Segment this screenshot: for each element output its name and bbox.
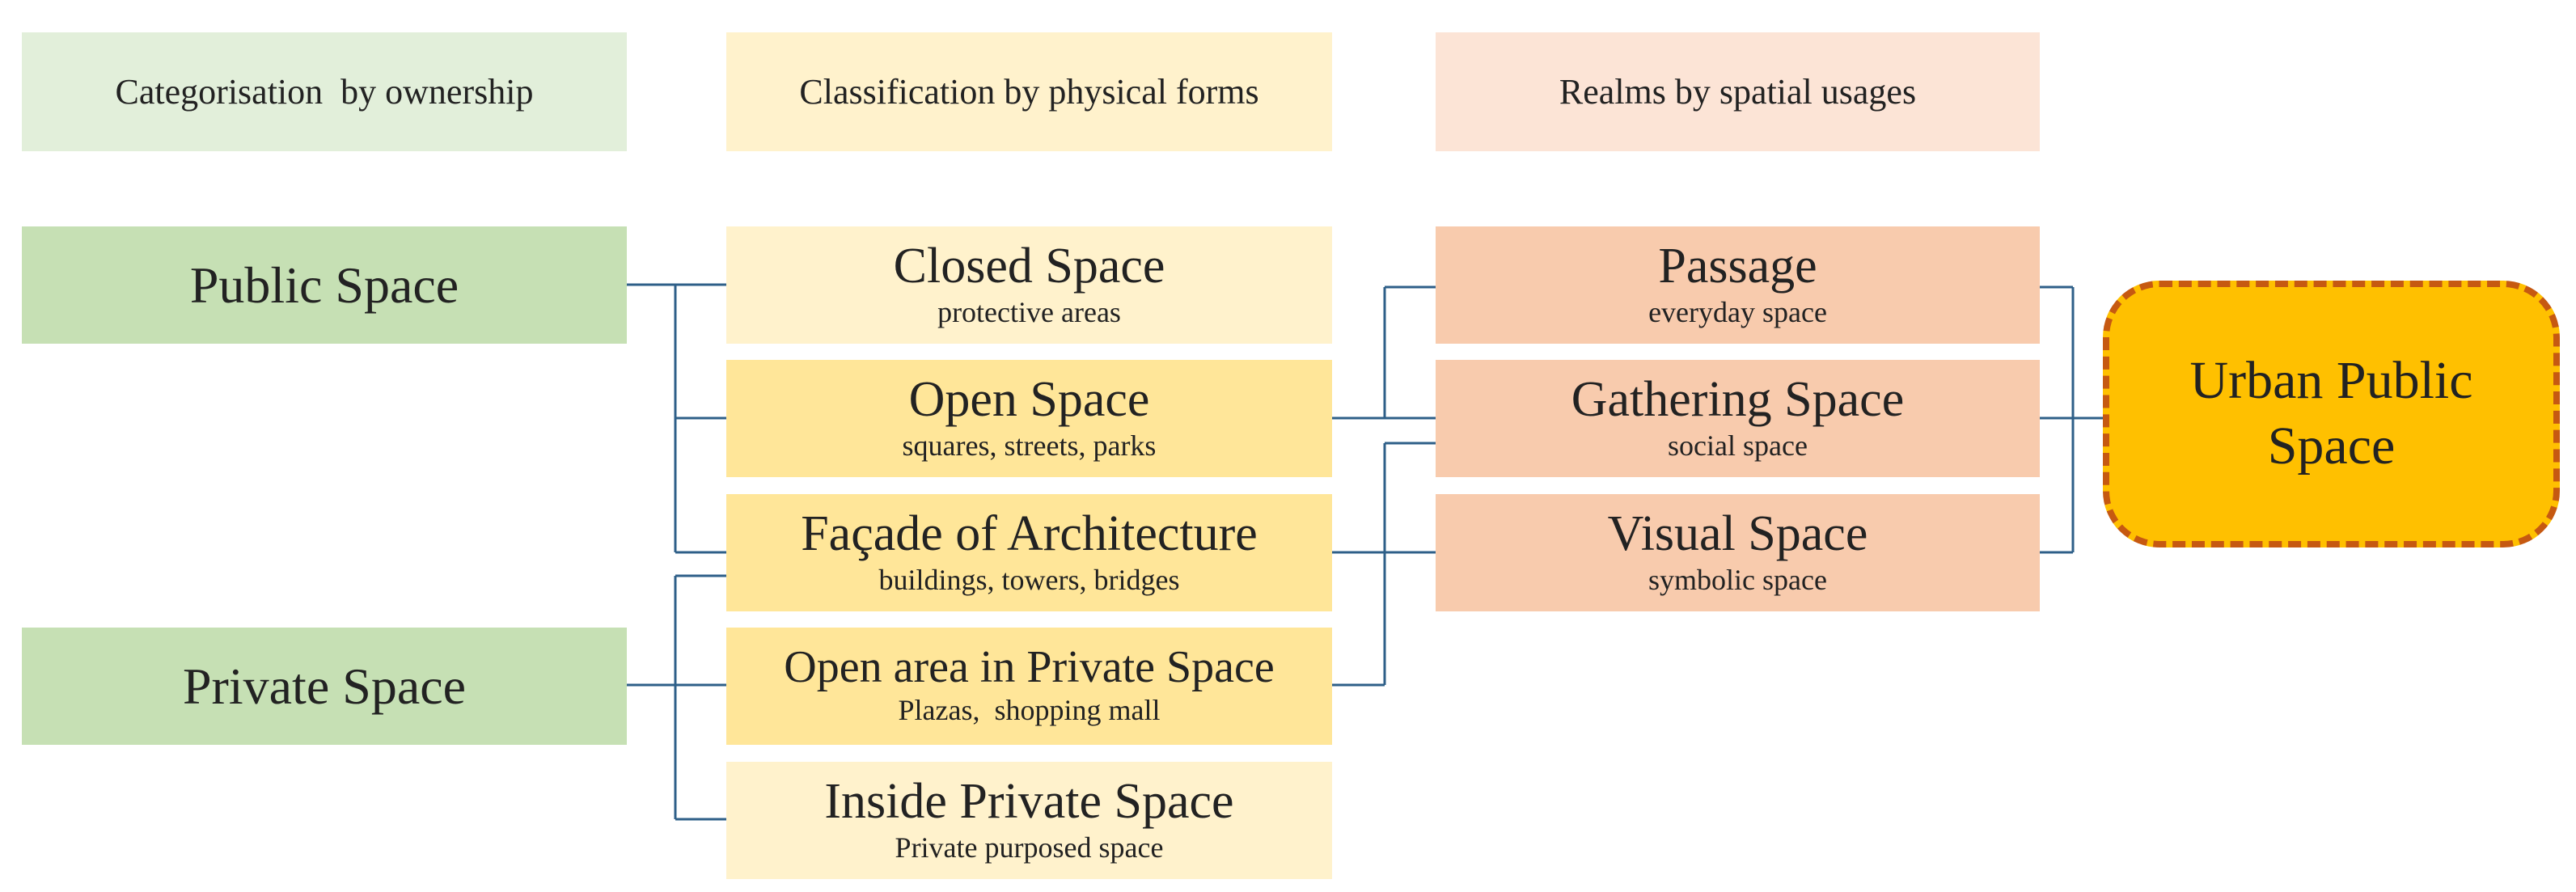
header-ownership-label: Categorisation by ownership	[115, 72, 534, 112]
gathering-space-subtitle: social space	[1668, 429, 1808, 462]
visual-space-box: Visual Space symbolic space	[1436, 494, 2040, 611]
facade-of-architecture-title: Façade of Architecture	[801, 505, 1258, 561]
connector-public-to-forms	[627, 283, 726, 554]
header-spatial-usages: Realms by spatial usages	[1436, 32, 2040, 151]
public-space-box: Public Space	[22, 226, 627, 344]
passage-title: Passage	[1658, 238, 1817, 294]
open-area-private-space-subtitle: Plazas, shopping mall	[898, 694, 1161, 727]
private-space-box: Private Space	[22, 628, 627, 745]
header-ownership: Categorisation by ownership	[22, 32, 627, 151]
open-space-subtitle: squares, streets, parks	[902, 429, 1157, 462]
visual-space-title: Visual Space	[1607, 505, 1868, 561]
gathering-space-box: Gathering Space social space	[1436, 360, 2040, 477]
open-space-box: Open Space squares, streets, parks	[726, 360, 1332, 477]
closed-space-title: Closed Space	[893, 238, 1165, 294]
header-physical-forms: Classification by physical forms	[726, 32, 1332, 151]
connector-realms-to-urban	[2040, 285, 2103, 554]
gathering-space-title: Gathering Space	[1571, 371, 1905, 427]
passage-subtitle: everyday space	[1648, 295, 1827, 328]
open-area-private-space-title: Open area in Private Space	[784, 641, 1275, 692]
closed-space-box: Closed Space protective areas	[726, 226, 1332, 344]
urban-public-space-box: Urban Public Space	[2103, 281, 2560, 547]
facade-of-architecture-subtitle: buildings, towers, bridges	[878, 563, 1180, 596]
connector-facade-area-to-realms	[1332, 442, 1436, 687]
urban-public-space-line2: Space	[2267, 416, 2396, 476]
connector-open-to-realms	[1332, 285, 1436, 420]
inside-private-space-box: Inside Private Space Private purposed sp…	[726, 762, 1332, 879]
private-space-label: Private Space	[182, 657, 467, 715]
passage-box: Passage everyday space	[1436, 226, 2040, 344]
facade-of-architecture-box: Façade of Architecture buildings, towers…	[726, 494, 1332, 611]
open-space-title: Open Space	[908, 371, 1150, 427]
public-space-label: Public Space	[189, 256, 459, 314]
inside-private-space-subtitle: Private purposed space	[895, 831, 1164, 864]
urban-public-space-line1: Urban Public	[2189, 351, 2473, 411]
open-area-private-space-box: Open area in Private Space Plazas, shopp…	[726, 628, 1332, 745]
header-spatial-usages-label: Realms by spatial usages	[1559, 72, 1917, 112]
visual-space-subtitle: symbolic space	[1648, 563, 1827, 596]
closed-space-subtitle: protective areas	[937, 295, 1121, 328]
inside-private-space-title: Inside Private Space	[824, 773, 1234, 829]
header-physical-forms-label: Classification by physical forms	[799, 72, 1259, 112]
connector-private-to-forms	[627, 574, 726, 821]
